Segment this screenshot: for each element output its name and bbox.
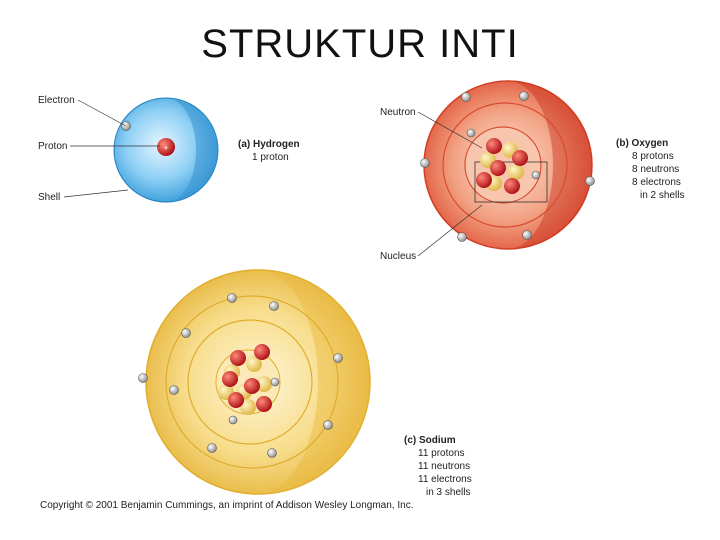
oxygen-atom — [417, 80, 595, 257]
oxygen-nucleus — [476, 138, 528, 194]
sodium-caption-line: 11 electrons — [418, 474, 472, 485]
proton-sign: + — [163, 143, 168, 153]
sodium-caption-line: in 3 shells — [426, 487, 470, 498]
sodium-nucleus — [218, 344, 272, 415]
oxygen-caption-title: (b) Oxygen — [616, 138, 668, 149]
sodium-caption-line: 11 neutrons — [418, 461, 470, 472]
hydrogen-atom: + — [63, 97, 219, 203]
copyright-footer: Copyright © 2001 Benjamin Cummings, an i… — [40, 500, 414, 511]
sodium-caption-title: (c) Sodium — [404, 435, 456, 446]
label-nucleus: Nucleus — [380, 251, 416, 262]
sodium-caption-line: 11 protons — [418, 448, 465, 459]
oxygen-caption-line: 8 protons — [632, 151, 674, 162]
oxygen-electrons — [420, 91, 595, 242]
oxygen-caption-line: 8 neutrons — [632, 164, 679, 175]
label-proton: Proton — [38, 141, 67, 152]
sodium-atom — [138, 269, 371, 495]
proton-particle — [157, 138, 175, 156]
slide-title: STRUKTUR INTI — [201, 22, 519, 66]
label-electron: Electron — [38, 95, 75, 106]
hydrogen-caption-line: 1 proton — [252, 152, 289, 163]
label-shell: Shell — [38, 192, 60, 203]
oxygen-caption-line: 8 electrons — [632, 177, 681, 188]
oxygen-caption-line: in 2 shells — [640, 190, 684, 201]
hydrogen-caption-title: (a) Hydrogen — [238, 139, 300, 150]
label-neutron: Neutron — [380, 107, 416, 118]
sodium-electrons — [138, 293, 343, 458]
